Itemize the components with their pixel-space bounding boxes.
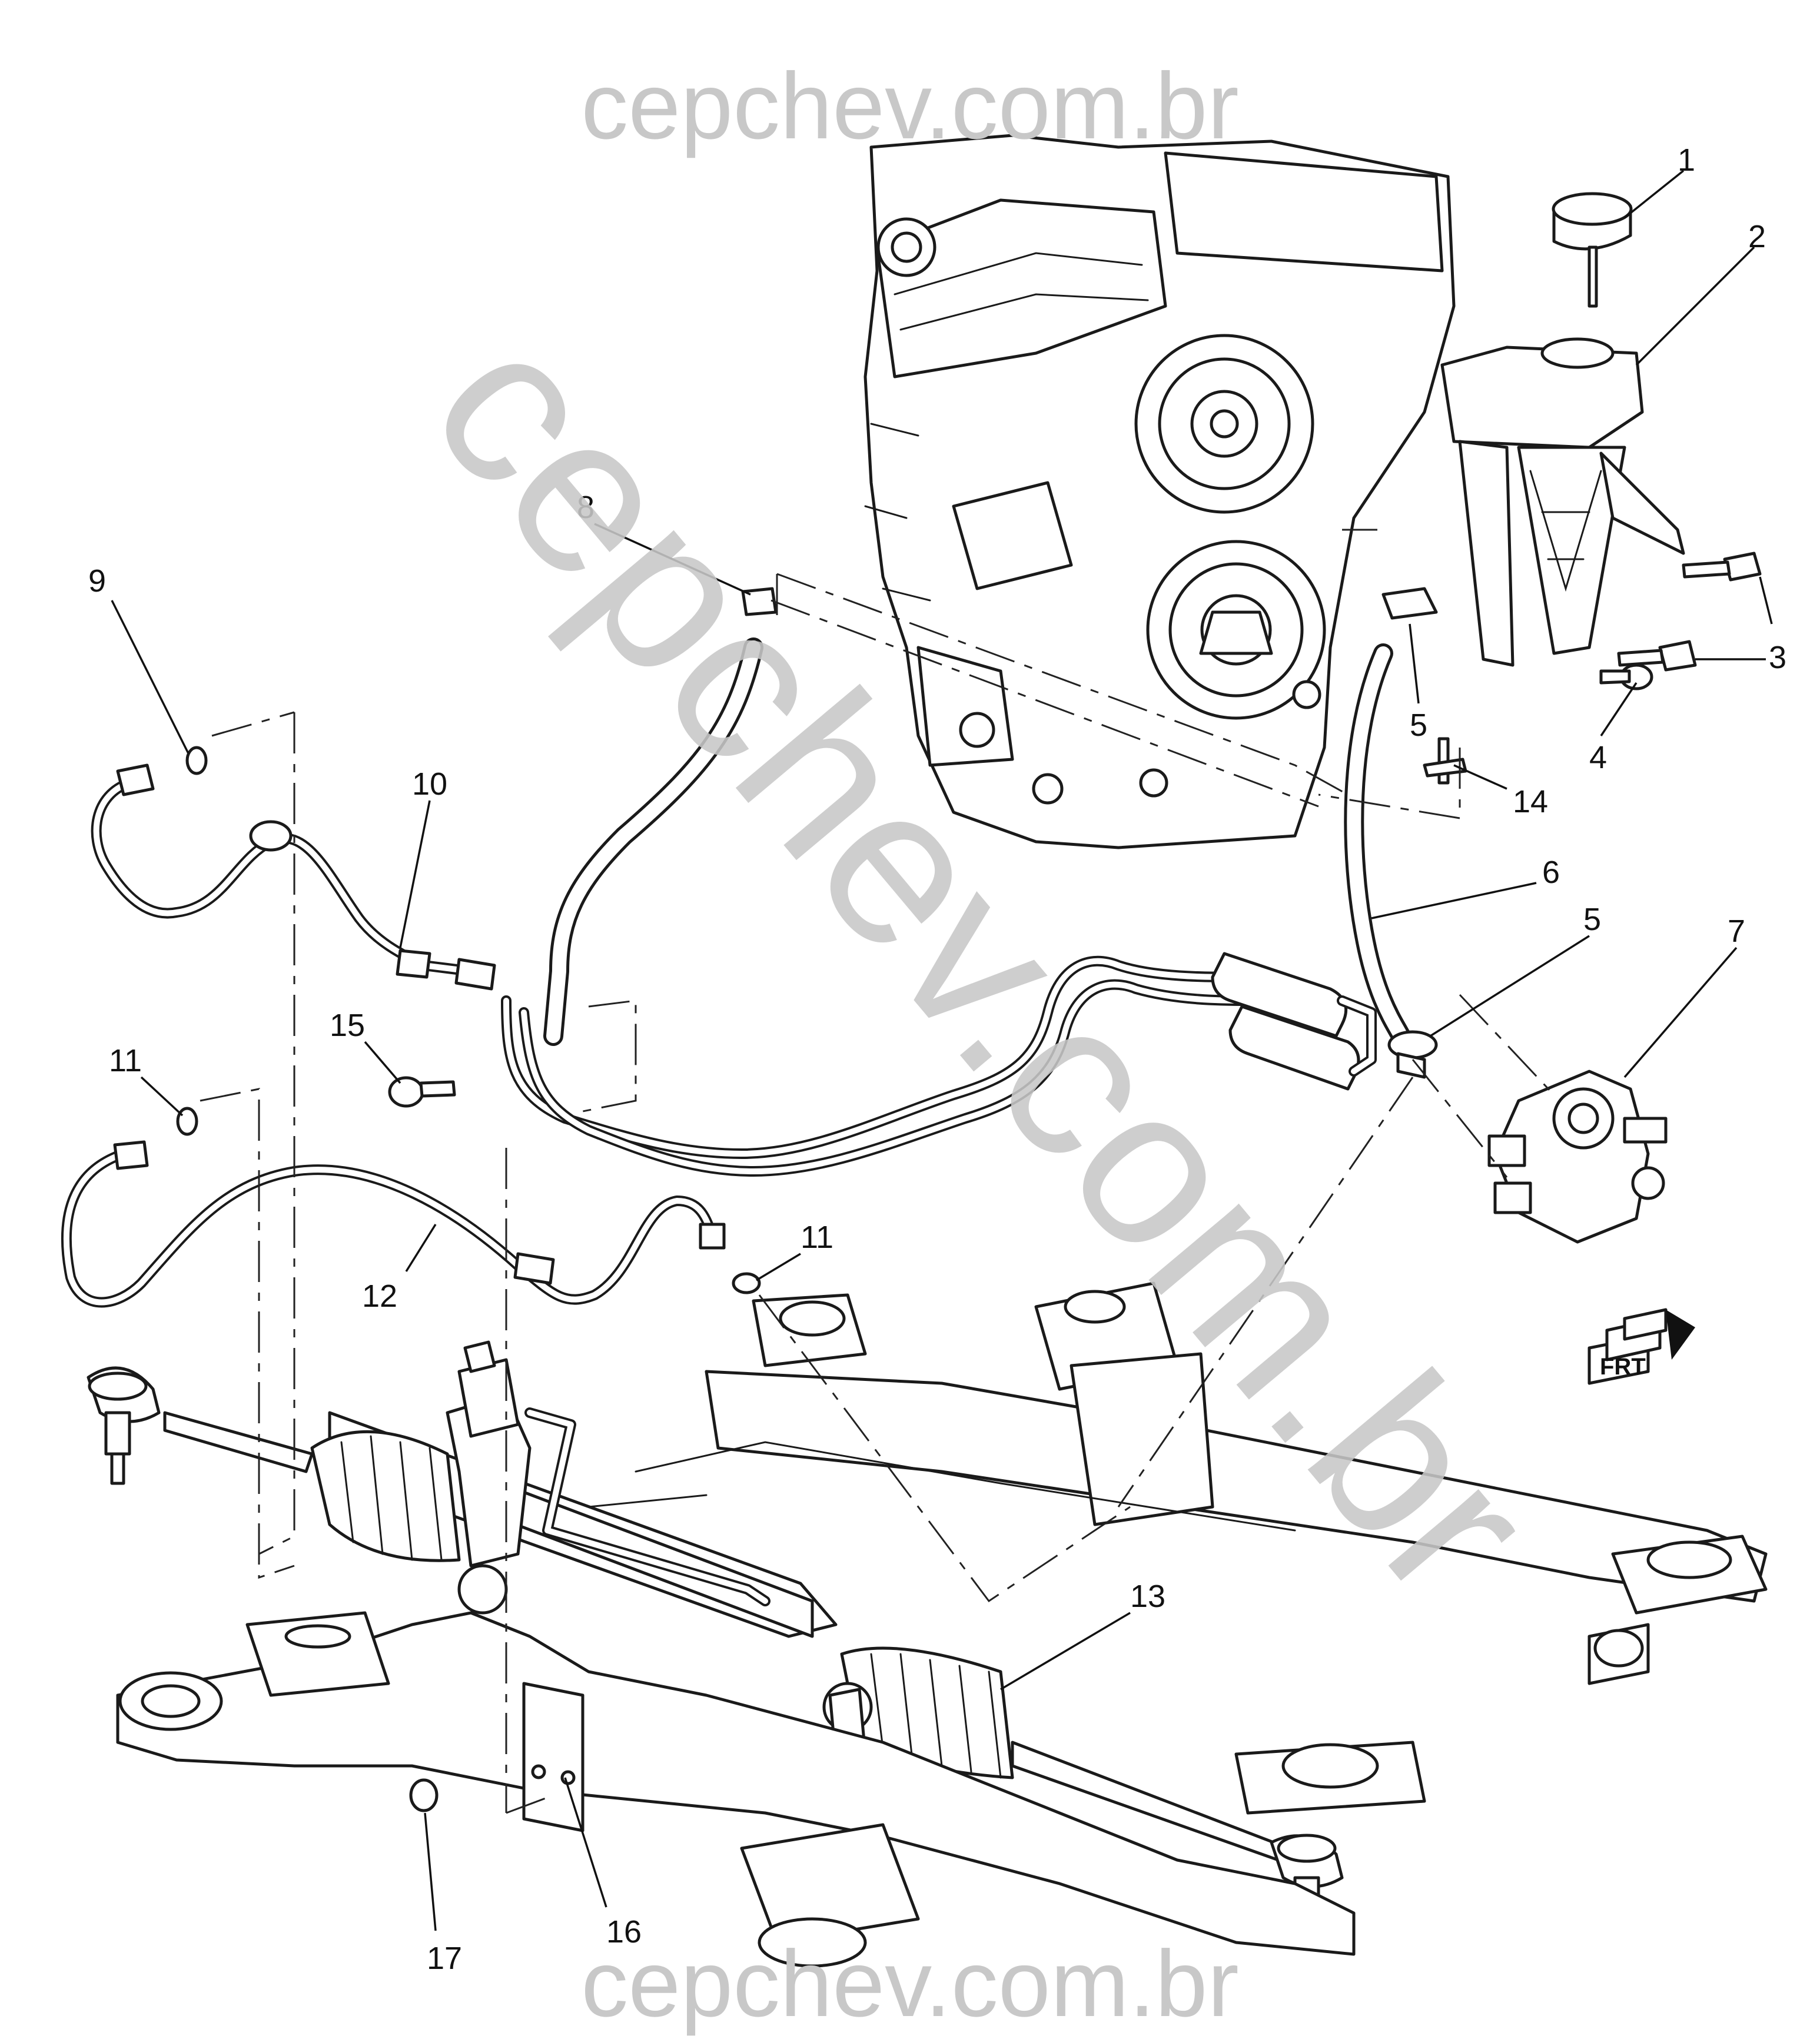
fluid-cooler	[1211, 952, 1377, 1091]
callout-17: 17	[427, 1941, 462, 1976]
return-pipe-12	[61, 1140, 726, 1308]
callout-8: 8	[577, 490, 595, 525]
reservoir-cap	[1552, 192, 1633, 308]
leader-lines	[111, 170, 1773, 1931]
callout-5-upper: 5	[1410, 708, 1427, 743]
reservoir-hose-6	[1344, 643, 1411, 1046]
front-direction-label: FRT	[1600, 1354, 1646, 1380]
hose-clamp-5-lower	[1387, 1030, 1438, 1079]
mounting-bolt-3b	[1617, 640, 1697, 672]
tie-rod-right	[1011, 1741, 1344, 1944]
callout-11-left: 11	[109, 1043, 142, 1078]
mounting-bolt-3	[1682, 552, 1762, 582]
tie-rod-left	[87, 1366, 314, 1485]
bolt-15	[388, 1076, 456, 1108]
cooler-pipe-bundle	[501, 955, 1253, 1177]
callout-6: 6	[1542, 855, 1560, 890]
callout-15: 15	[330, 1008, 365, 1043]
o-ring-9	[185, 746, 208, 775]
front-direction-arrow-icon	[1666, 1310, 1695, 1360]
clip-8	[741, 587, 778, 616]
front-direction-badge: FRT	[1587, 1308, 1695, 1385]
callout-1: 1	[1678, 142, 1695, 178]
heat-shield-16	[522, 1682, 584, 1832]
callout-numbers: 1 2 3 4 5 5 6 7 8 9 10 11 11 12 13 14 15…	[88, 142, 1786, 1976]
callout-14: 14	[1513, 784, 1548, 819]
callout-13: 13	[1130, 1579, 1165, 1614]
callout-16: 16	[606, 1914, 642, 1950]
steering-gear-13	[310, 1340, 1014, 1779]
callout-12: 12	[362, 1278, 397, 1314]
watermark-bottom: cepchev.com.br	[581, 1931, 1239, 2036]
callout-7: 7	[1728, 914, 1745, 949]
power-steering-reservoir	[1440, 337, 1685, 667]
bolt-17	[409, 1778, 439, 1812]
callout-5-lower: 5	[1583, 902, 1601, 937]
watermark-top: cepchev.com.br	[581, 53, 1239, 158]
pressure-hose-10	[91, 763, 496, 991]
hose-clamp-5-upper	[1381, 587, 1438, 620]
mounting-bolt-4	[1599, 663, 1653, 690]
callout-2: 2	[1748, 219, 1766, 254]
front-cradle	[116, 1281, 1768, 1968]
lower-pulley	[1146, 540, 1326, 720]
callout-3: 3	[1769, 640, 1786, 675]
inner-boot-left	[310, 1430, 461, 1562]
callout-10: 10	[412, 766, 447, 802]
alignment-lines	[200, 529, 1555, 1814]
callout-4: 4	[1589, 740, 1607, 775]
o-ring-11-left	[176, 1107, 198, 1136]
o-ring-11-right	[732, 1272, 761, 1294]
power-steering-pump	[1487, 1070, 1668, 1244]
return-hose-from-reservoir	[543, 637, 763, 1046]
callout-11-right: 11	[801, 1220, 833, 1255]
engine-block	[863, 134, 1456, 849]
upper-pulley	[1134, 334, 1314, 514]
callout-9: 9	[88, 563, 106, 599]
